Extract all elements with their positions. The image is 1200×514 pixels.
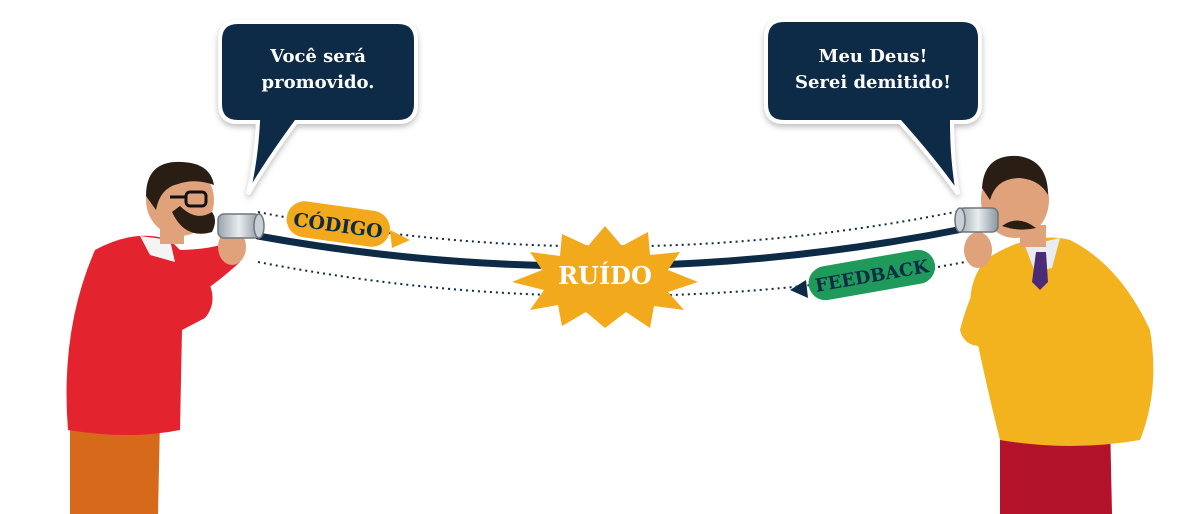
sender-beard [172,206,215,234]
sender-hair [146,161,214,210]
receiver-sweater [970,237,1154,446]
receiver-person [954,155,1154,514]
codigo-arrow-icon [390,230,410,248]
receiver-hand [964,232,992,268]
feedback-label: FEEDBACK [808,249,936,301]
receiver-speech-line-2: Serei demitido! [795,72,951,93]
ruido-label-text: RUÍDO [558,261,652,290]
receiver-mustache [1002,220,1036,230]
receiver-tie [1032,252,1048,290]
receiver-speech-line-1: Meu Deus! [819,46,928,67]
sender-sweater [66,235,213,435]
sender-person [66,161,265,514]
sender-pants [70,420,160,514]
sender-speech-line-2: promovido. [262,72,375,93]
glasses-icon [170,190,208,208]
receiver-speech-bubble [764,18,982,196]
codigo-label: CÓDIGO [286,201,390,247]
tin-can-icon [217,213,265,239]
receiver-hair [982,155,1048,200]
ruido-burst-icon [512,226,698,328]
sender-speech-bubble [218,20,418,196]
sender-speech-line-1: Você será [269,46,366,67]
receiver-arm [960,268,1005,346]
feedback-arrow-icon [790,280,808,298]
tin-can-icon [954,207,999,233]
